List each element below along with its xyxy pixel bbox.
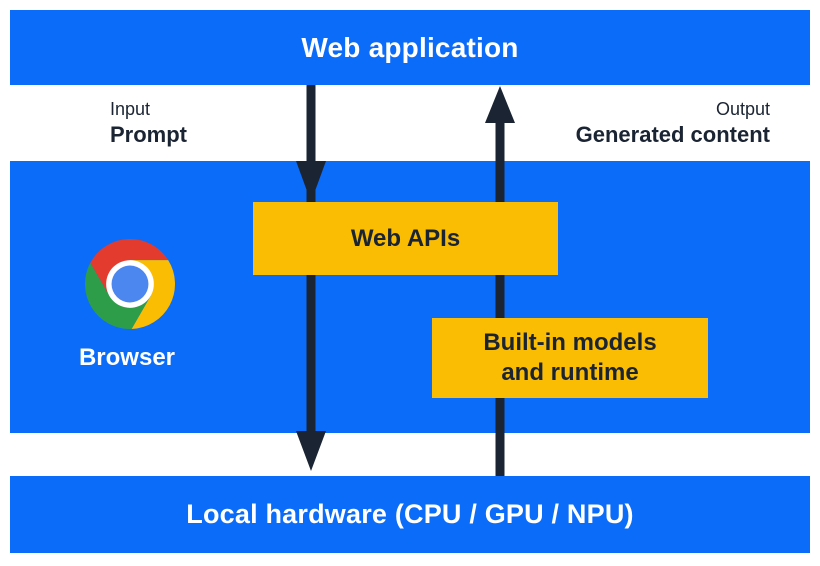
output-annotation: Output Generated content <box>576 97 770 148</box>
browser-label: Browser <box>78 344 176 371</box>
down-arrowhead-bottom <box>296 431 326 471</box>
builtin-models-label-line2: and runtime <box>501 359 639 386</box>
builtin-models-box: Built-in models and runtime <box>432 318 708 398</box>
web-apis-box: Web APIs <box>253 202 558 275</box>
chrome-logo-icon <box>85 239 175 329</box>
builtin-models-label-line1: Built-in models <box>483 329 657 356</box>
local-hardware-bar: Local hardware (CPU / GPU / NPU) <box>10 476 810 553</box>
input-annotation: Input Prompt <box>110 97 187 148</box>
up-arrowhead-top <box>485 86 515 123</box>
local-hardware-label: Local hardware (CPU / GPU / NPU) <box>186 499 634 529</box>
web-apis-label: Web APIs <box>350 224 461 252</box>
generated-content-label: Generated content <box>575 122 770 147</box>
output-label: Output <box>715 99 770 119</box>
web-application-bar: Web application <box>10 10 810 85</box>
web-application-label: Web application <box>301 31 519 63</box>
prompt-label: Prompt <box>110 122 187 147</box>
input-label: Input <box>110 99 151 119</box>
